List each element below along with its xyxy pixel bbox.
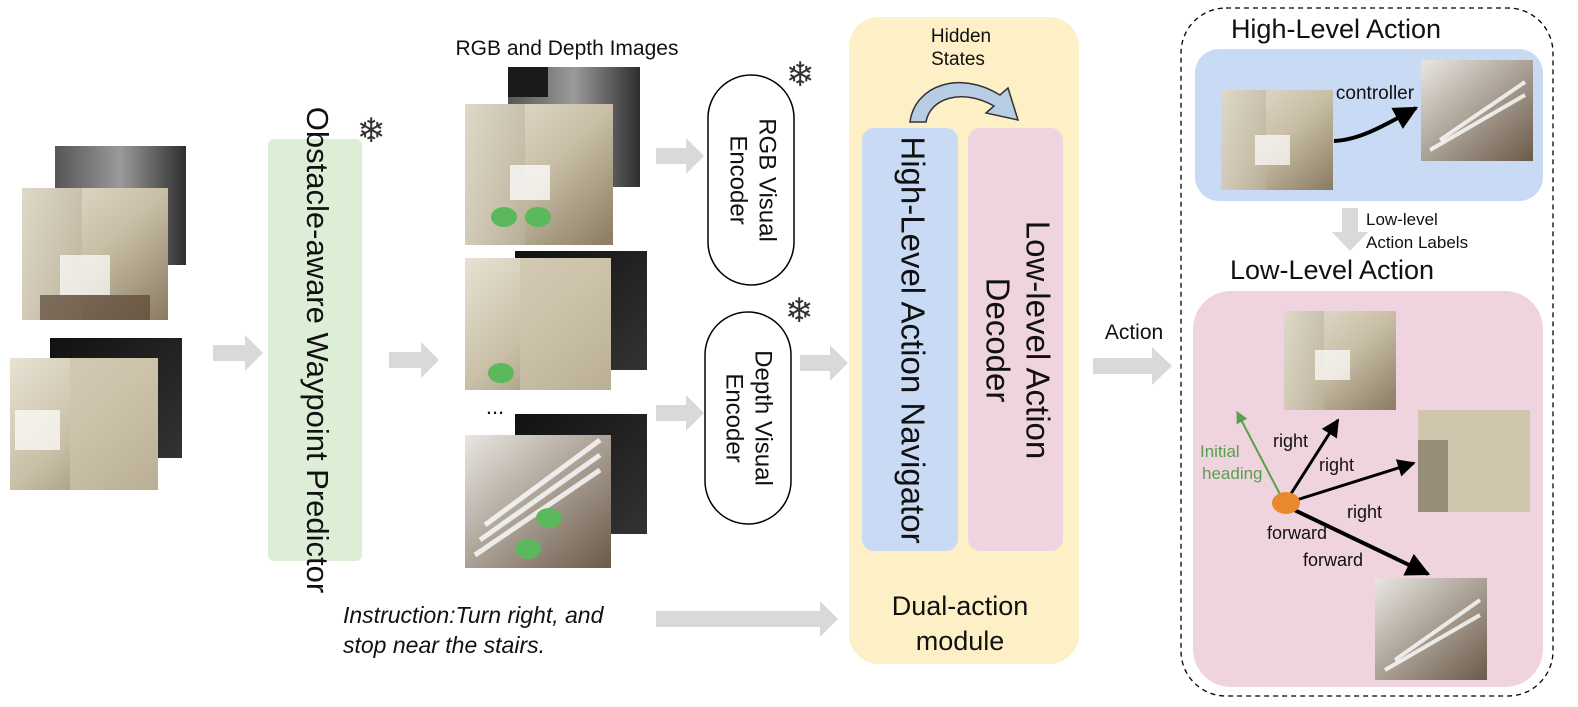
low-level-labels-line2: Action Labels (1366, 233, 1468, 252)
waypoint-marker (515, 539, 541, 559)
instruction-line2: stop near the stairs. (343, 632, 545, 658)
high-level-navigator-label: High-Level Action Navigator (894, 136, 931, 543)
ellipsis-text: ... (486, 394, 504, 419)
dual-module-title-line1: Dual-action (892, 591, 1029, 621)
snowflake-icon: ❄ (785, 291, 814, 331)
hidden-states-arrow (909, 81, 1020, 123)
initial-heading-line2: heading (1202, 464, 1263, 483)
input-image-stack-1 (22, 146, 186, 320)
controller-arrow (1333, 106, 1419, 143)
action-label: Action (1105, 321, 1163, 344)
flow-arrow-action (1093, 347, 1172, 385)
controller-label: controller (1336, 83, 1415, 104)
low-level-labels-line1: Low-level (1366, 210, 1438, 229)
snowflake-icon: ❄ (786, 55, 815, 95)
depth-encoder-label-line1: Depth Visual (750, 350, 777, 486)
waypoint-marker (491, 207, 517, 227)
waypoint-marker (488, 363, 514, 383)
hidden-states-line2: States (931, 49, 985, 70)
flow-arrow-input (213, 335, 263, 371)
action-right-label-1: right (1273, 431, 1308, 451)
rgb-encoder-label-line2: Encoder (725, 135, 752, 224)
waypoint-marker (536, 508, 562, 528)
move-right-arrow-2 (1289, 459, 1416, 504)
low-level-action-title: Low-Level Action (1230, 255, 1434, 285)
flow-arrow-depth-encoder (656, 395, 704, 431)
action-right-label-2: right (1319, 455, 1354, 475)
view-image-stack-2 (465, 251, 647, 390)
initial-heading-arrow (1236, 410, 1284, 501)
snowflake-icon: ❄ (357, 111, 386, 151)
low-level-decoder-box (968, 128, 1063, 551)
high-level-navigator-box (862, 128, 958, 551)
dual-module-title-line2: module (916, 626, 1005, 656)
initial-heading-line1: Initial (1200, 442, 1240, 461)
depth-encoder-box (704, 311, 792, 525)
action-right-label-3: right (1347, 502, 1382, 522)
low-level-decoder-label-line2: Decoder (979, 278, 1016, 403)
depth-encoder-label-line2: Encoder (721, 373, 748, 462)
input-image-stack-2 (10, 338, 182, 490)
view-image-stack-3 (465, 414, 647, 568)
rgb-depth-title: RGB and Depth Images (456, 37, 679, 60)
waypoint-marker (525, 207, 551, 227)
action-output-container (1180, 7, 1554, 697)
flow-arrow-instruction (656, 601, 838, 637)
high-level-action-title: High-Level Action (1231, 14, 1441, 44)
move-right-arrow-1 (1285, 418, 1340, 501)
hidden-states-line1: Hidden (931, 26, 991, 47)
action-forward-label-1: forward (1267, 523, 1327, 543)
action-forward-label-2: forward (1303, 550, 1363, 570)
flow-arrow-predictor (389, 342, 439, 378)
rgb-encoder-label-line1: RGB Visual (754, 118, 781, 242)
waypoint-predictor-label: Obstacle-aware Waypoint Predictor (300, 107, 335, 593)
flow-arrow-down (1332, 208, 1368, 251)
move-forward-arrow (1287, 505, 1431, 576)
agent-position-marker (1272, 492, 1300, 514)
low-level-decoder-label-line1: Low-level Action (1019, 221, 1056, 459)
rgb-encoder-box (707, 74, 795, 286)
flow-arrow-rgb-encoder (656, 138, 704, 174)
flow-arrow-to-dual-module (800, 345, 848, 381)
view-image-stack-1 (465, 67, 640, 245)
instruction-line1: Instruction:Turn right, and (343, 602, 605, 628)
waypoint-predictor-box (268, 139, 362, 561)
